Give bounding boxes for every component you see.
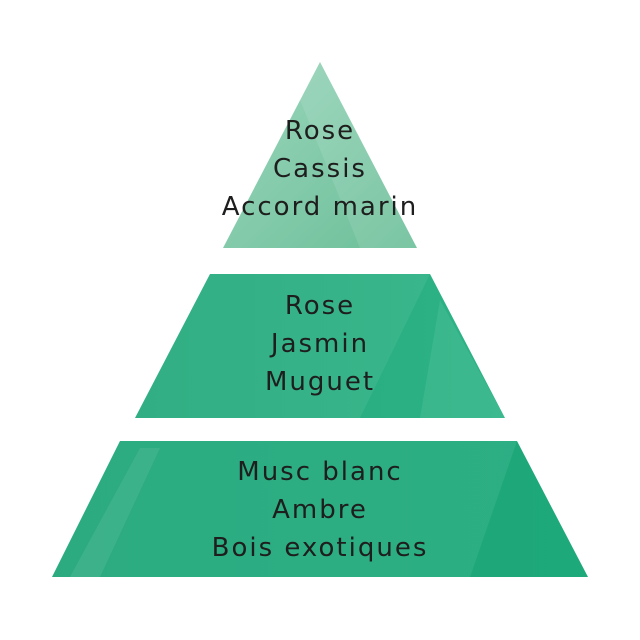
note-label: Rose — [284, 116, 356, 146]
tier-top-notes: Rose Cassis Accord marin — [0, 112, 640, 226]
note-label: Rose — [284, 291, 356, 321]
tier-base-notes: Musc blanc Ambre Bois exotiques — [0, 453, 640, 567]
tier-middle-shape — [135, 274, 505, 418]
tier-top-shape — [223, 62, 417, 248]
note-label: Ambre — [272, 495, 368, 525]
note-label: Cassis — [273, 154, 367, 184]
tier-base-shape — [52, 441, 588, 577]
note-label: Bois exotiques — [211, 533, 429, 563]
note-label: Jasmin — [270, 329, 370, 359]
note-label: Accord marin — [221, 192, 419, 222]
tier-middle-notes: Rose Jasmin Muguet — [0, 287, 640, 401]
note-label: Muguet — [264, 367, 376, 397]
note-label: Musc blanc — [237, 457, 403, 487]
